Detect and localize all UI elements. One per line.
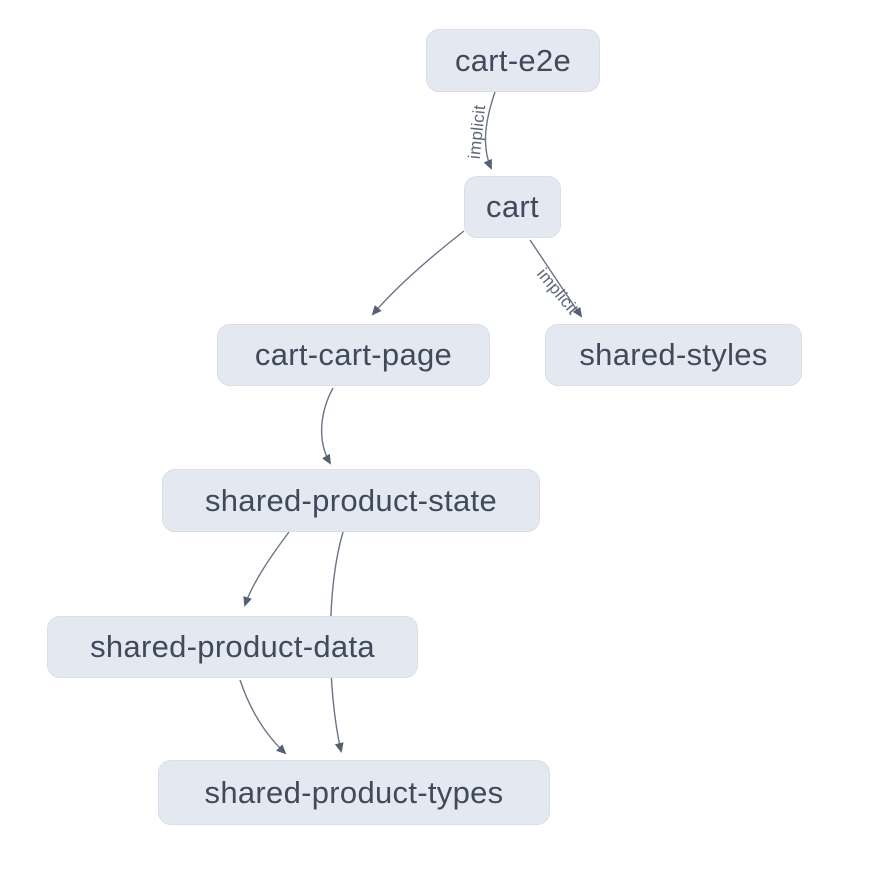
edge-label-cart-e2e-to-cart: implicit [465, 104, 490, 160]
edge-cart-e2e-to-cart [483, 91, 496, 170]
graph-node-label: shared-product-types [204, 774, 504, 810]
graph-node-shared-product-types[interactable]: shared-product-types [158, 760, 550, 825]
graph-node-shared-product-state[interactable]: shared-product-state [162, 469, 540, 532]
graph-node-shared-styles[interactable]: shared-styles [545, 324, 802, 386]
edge-shared-product-state-to-shared-product-data [243, 531, 290, 607]
graph-node-label: shared-product-data [90, 629, 375, 664]
graph-node-label: cart-cart-page [254, 337, 453, 372]
edge-cart-cart-page-to-shared-product-state [320, 387, 334, 465]
graph-node-label: cart [486, 189, 539, 224]
edge-shared-product-data-to-shared-product-types [239, 679, 287, 755]
graph-node-cart-e2e[interactable]: cart-e2e [426, 29, 600, 92]
graph-node-cart[interactable]: cart [464, 176, 561, 238]
edge-label-cart-to-shared-styles: implicit [533, 264, 582, 318]
edge-cart-to-cart-cart-page [371, 230, 465, 316]
graph-node-cart-cart-page[interactable]: cart-cart-page [217, 324, 490, 386]
graph-node-shared-product-data[interactable]: shared-product-data [47, 616, 418, 678]
edge-cart-to-shared-styles [529, 239, 583, 318]
graph-node-label: cart-e2e [454, 42, 572, 78]
graph-node-label: shared-styles [579, 337, 768, 372]
graph-node-label: shared-product-state [204, 482, 498, 518]
